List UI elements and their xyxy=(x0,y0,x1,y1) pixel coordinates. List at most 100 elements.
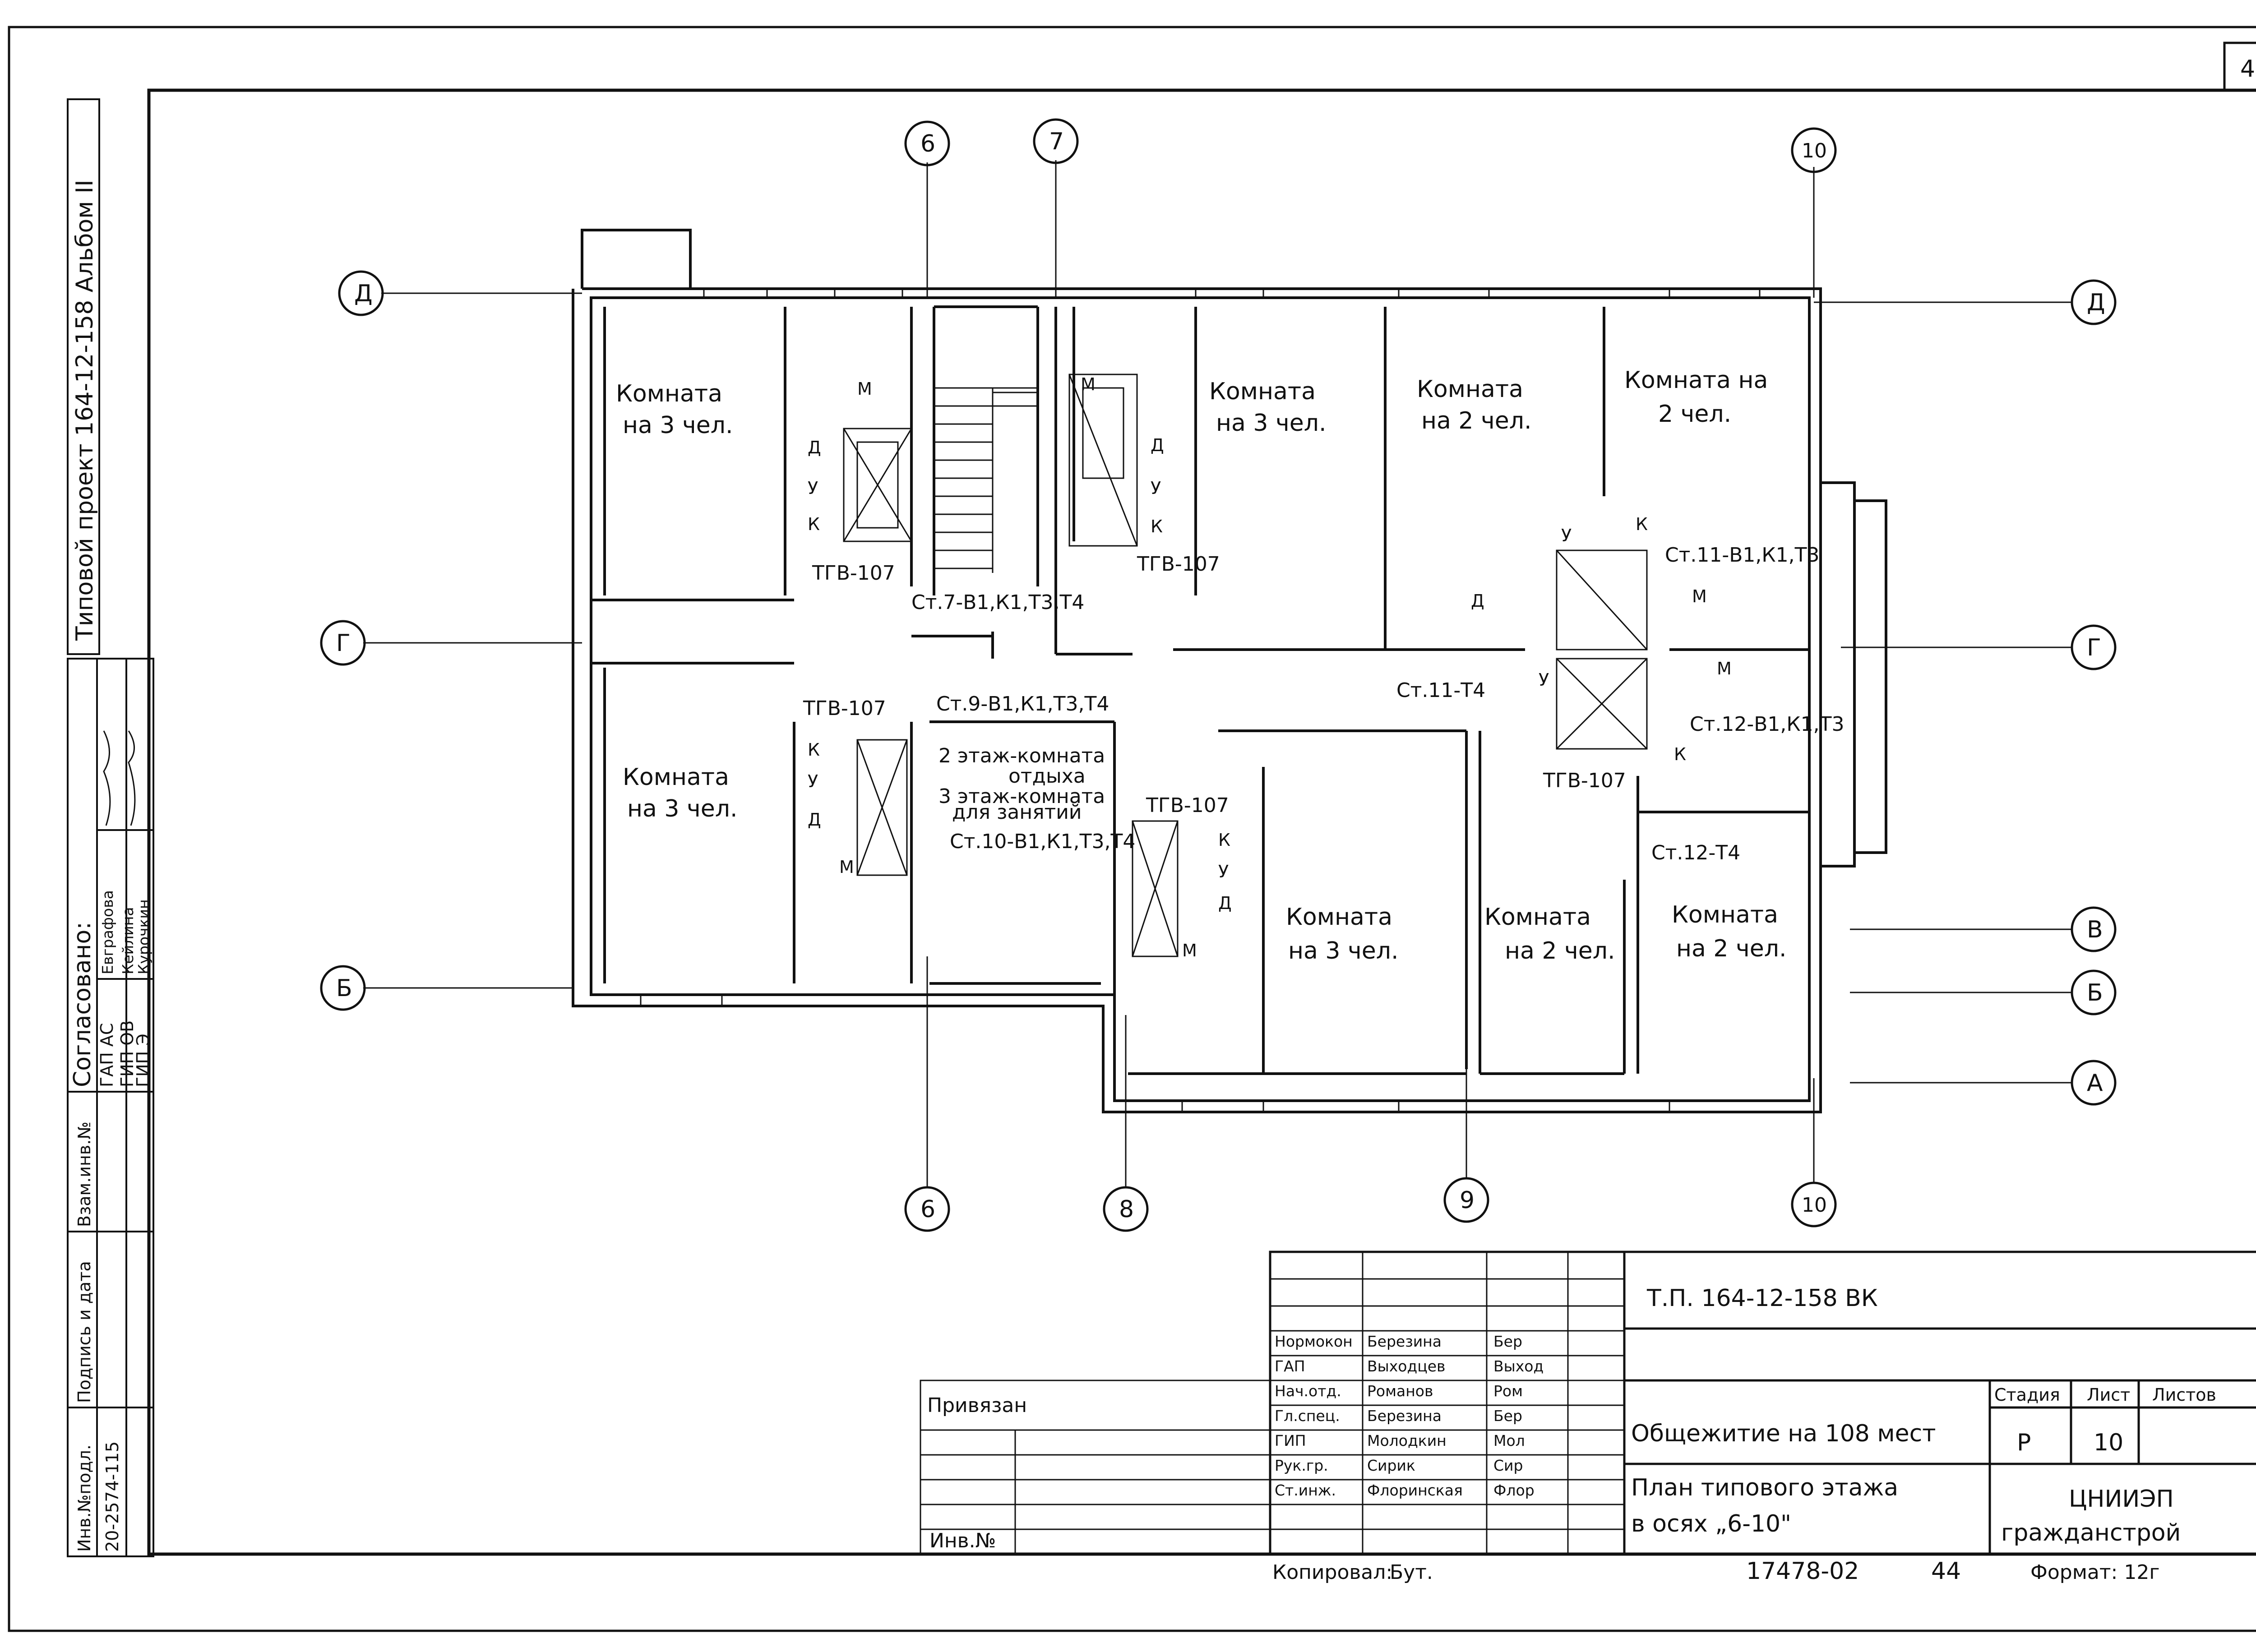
sheet-number: 43 xyxy=(2240,55,2256,83)
bound-label: Привязан xyxy=(927,1394,1027,1417)
room-2-line-2: на 3 чел. xyxy=(1216,410,1327,437)
archive-number: 17478-02 xyxy=(1746,1558,1859,1585)
room-5-line-1: Комната xyxy=(623,764,729,791)
fixture-m-4: М xyxy=(1182,941,1197,960)
fixture-labels: М Д У К М Д У К К У Д М К У Д М У К Д М … xyxy=(808,374,1732,960)
room-5-line-2: на 3 чел. xyxy=(627,795,738,822)
fixture-u-6: У xyxy=(1539,670,1549,690)
fixture-k-3: К xyxy=(808,740,820,760)
fixture-k-2: К xyxy=(1151,517,1163,536)
rest-room-line-4: для занятий xyxy=(952,801,1082,824)
org-name-2: гражданстрой xyxy=(2001,1519,2181,1546)
sheet-header: Лист xyxy=(2087,1385,2130,1405)
fixture-k-6: К xyxy=(1674,744,1686,764)
fixture-k-5: К xyxy=(1636,514,1648,534)
axis-col-bottom-8: 8 xyxy=(1119,1196,1134,1223)
tgv-label-1: ТГВ-107 xyxy=(812,562,895,585)
sig-role-4: Гл.спец. xyxy=(1275,1407,1340,1425)
sig-role-7: Ст.инж. xyxy=(1275,1481,1336,1499)
axis-row-right-v: В xyxy=(2087,916,2103,943)
room-1-line-1: Комната xyxy=(616,380,722,407)
sheet-title-1: План типового этажа xyxy=(1631,1474,1898,1501)
axis-col-bottom-6: 6 xyxy=(920,1196,935,1223)
sig-sign-7: Флор xyxy=(1493,1481,1535,1499)
sheet-no-value: 10 xyxy=(2094,1429,2123,1456)
sig-name-2: Выходцев xyxy=(1367,1357,1445,1375)
room-3-line-1: Комната xyxy=(1417,376,1523,403)
agreement-stamp: Согласовано: ГАП АС Евграфова ГИП ОВ Кей… xyxy=(67,658,154,1093)
axis-row-right-d: Д xyxy=(2087,289,2105,316)
agreement-name-1: Евграфова xyxy=(99,890,116,974)
room-4-line-1: Комната на xyxy=(1624,367,1768,394)
fixture-k-1: К xyxy=(808,514,820,534)
rest-room-line-3: 3 этаж-комната xyxy=(938,785,1105,808)
sig-role-3: Нач.отд. xyxy=(1275,1382,1341,1400)
room-2-line-1: Комната xyxy=(1209,378,1316,405)
fixture-m-2: М xyxy=(1081,374,1096,394)
inventory-number: 20-2574-115 xyxy=(102,1441,122,1552)
axis-lines xyxy=(363,160,2071,1186)
room-6-line-1: Комната xyxy=(1286,904,1392,931)
room-1-line-2: на 3 чел. xyxy=(623,412,733,439)
format-label: Формат: 12г xyxy=(2030,1561,2159,1584)
sheets-header: Листов xyxy=(2152,1385,2216,1405)
fixture-d-2: Д xyxy=(1151,435,1164,455)
agreement-role-1: ГАП АС xyxy=(97,1023,117,1087)
fixture-u-5: У xyxy=(1561,526,1572,545)
agreement-name-3: Курочкин xyxy=(135,899,153,974)
fixture-m-5: М xyxy=(1692,586,1707,606)
inv-label: Инв.№ xyxy=(929,1529,996,1552)
archive-page: 44 xyxy=(1931,1558,1961,1585)
fixture-d-1: Д xyxy=(808,438,821,457)
riser-st11-t4: Ст.11-Т4 xyxy=(1396,679,1485,702)
agreement-name-2: Кейлина xyxy=(119,907,137,974)
building-name: Общежитие на 108 мест xyxy=(1631,1420,1936,1447)
tgv-label-2: ТГВ-107 xyxy=(1137,553,1220,576)
room-6-line-2: на 3 чел. xyxy=(1288,937,1399,964)
riser-st11: Ст.11-В1,К1,Т3 xyxy=(1665,544,1819,567)
sig-role-5: ГИП xyxy=(1275,1432,1306,1449)
fixture-m-6: М xyxy=(1717,659,1732,678)
axis-col-top-10: 10 xyxy=(1802,139,1827,162)
axis-labels: 6 7 10 6 8 9 10 Д Г Б Д Г В Б А xyxy=(336,128,2105,1223)
room-7-line-1: Комната xyxy=(1484,904,1591,931)
fixture-u-1: У xyxy=(808,478,818,498)
room-4-line-2: 2 чел. xyxy=(1658,401,1731,428)
inventory-label-3: Взам.инв.№ xyxy=(74,1121,94,1227)
agreement-role-2: ГИП ОВ xyxy=(117,1020,137,1087)
axis-col-top-7: 7 xyxy=(1049,128,1064,155)
sig-name-1: Березина xyxy=(1367,1333,1442,1350)
inventory-stamp: Инв.№подл. Подпись и дата Взам.инв.№ 20-… xyxy=(67,1091,154,1557)
fixture-u-3: У xyxy=(808,771,818,791)
room-labels: Комната на 3 чел. Комната на 3 чел. Комн… xyxy=(616,367,1787,964)
riser-labels: Ст.7-В1,К1,Т3,Т4 Ст.9-В1,К1,Т3,Т4 Ст.10-… xyxy=(803,544,1844,864)
sig-sign-6: Сир xyxy=(1493,1457,1523,1474)
riser-st12-t4: Ст.12-Т4 xyxy=(1651,841,1740,864)
fixture-d-3: Д xyxy=(808,810,821,830)
stage-value: Р xyxy=(2017,1429,2031,1456)
riser-st10: Ст.10-В1,К1,Т3,Т4 xyxy=(950,830,1135,853)
agreement-role-3: ГИП Э xyxy=(133,1034,153,1087)
sig-sign-1: Бер xyxy=(1493,1333,1522,1350)
fixture-d-5: Д xyxy=(1471,591,1484,611)
sig-sign-3: Ром xyxy=(1493,1382,1523,1400)
stage-header: Стадия xyxy=(1994,1385,2060,1405)
axis-row-right-a: А xyxy=(2087,1070,2103,1097)
sig-sign-2: Выход xyxy=(1493,1357,1544,1375)
sig-role-1: Нормокон xyxy=(1275,1333,1353,1350)
axis-row-left-d: Д xyxy=(354,280,373,307)
room-7-line-2: на 2 чел. xyxy=(1505,937,1615,964)
org-name-1: ЦНИИЭП xyxy=(2069,1486,2174,1513)
fixture-d-4: Д xyxy=(1218,893,1232,913)
sheet-title-2: в осях „6-10" xyxy=(1631,1510,1791,1537)
title-block xyxy=(920,1251,2256,1555)
title-block-text: Т.П. 164-12-158 ВК Привязан Инв.№ Общежи… xyxy=(927,1285,2216,1552)
riser-st7: Ст.7-В1,К1,Т3,Т4 xyxy=(911,591,1084,614)
agreement-signatures xyxy=(103,730,136,826)
riser-st9: Ст.9-В1,К1,Т3,Т4 xyxy=(936,692,1109,715)
axis-bubbles xyxy=(320,118,2117,1232)
axis-col-bottom-9: 9 xyxy=(1460,1187,1475,1214)
copied-by-label: Копировал: xyxy=(1272,1561,1392,1584)
sig-name-5: Молодкин xyxy=(1367,1432,1447,1449)
